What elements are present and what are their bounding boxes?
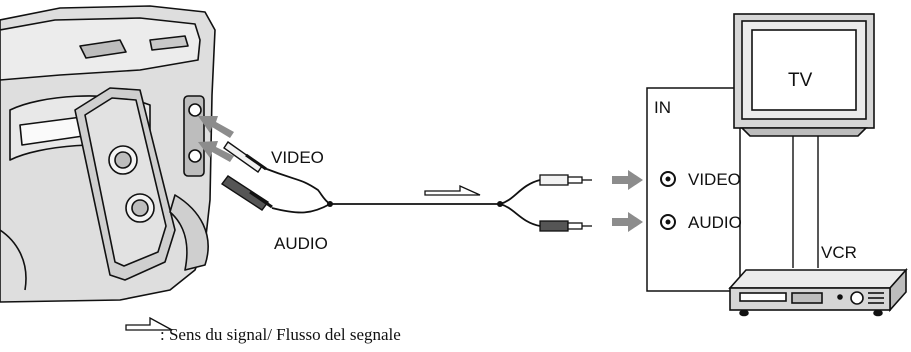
cable-junction-left <box>327 201 333 207</box>
audio-plug-tv <box>539 220 592 232</box>
panel-audio-label: AUDIO <box>688 213 742 232</box>
tv-set <box>733 13 875 137</box>
panel-arrows <box>612 170 643 232</box>
legend-caption: : Sens du signal/ Flusso del segnale <box>160 325 401 344</box>
video-plug-tv <box>539 174 592 186</box>
vcr-deck <box>728 267 908 317</box>
av-cable <box>263 167 541 227</box>
camcorder-illustration <box>0 5 216 303</box>
camera-audio-label: AUDIO <box>274 234 328 253</box>
audio-jack <box>660 214 676 230</box>
tv-label: TV <box>788 70 813 91</box>
tv-stand-lines <box>792 136 819 268</box>
input-panel <box>646 87 741 292</box>
audio-plug-camera <box>220 175 273 211</box>
insert-arrows <box>198 116 234 162</box>
video-jack <box>660 171 676 187</box>
video-plug-camera <box>223 141 267 173</box>
legend-arrow-icon <box>125 316 173 331</box>
vcr-label: VCR <box>821 243 857 262</box>
signal-direction-arrow <box>424 184 481 196</box>
panel-in-label: IN <box>654 98 671 117</box>
camera-video-label: VIDEO <box>271 148 324 167</box>
cable-junction-right <box>497 201 503 207</box>
panel-video-label: VIDEO <box>688 170 741 189</box>
